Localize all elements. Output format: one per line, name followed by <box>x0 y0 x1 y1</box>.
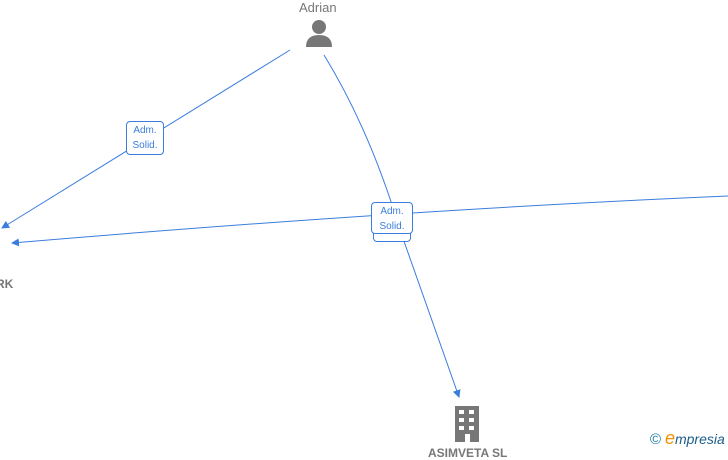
building-icon[interactable] <box>453 406 481 442</box>
person-name[interactable]: Adrian <box>299 0 337 15</box>
empresia-logo: © empresia <box>650 428 725 449</box>
copyright-symbol: © <box>650 431 662 448</box>
edge-label-line1: Adm. <box>133 125 157 136</box>
edge-label-line2: Solid. <box>132 140 158 151</box>
logo-initial: e <box>664 428 675 448</box>
edge-right-to-left <box>11 195 728 247</box>
logo-text: mpresia <box>674 431 725 447</box>
bottom-company-name[interactable]: ASIMVETA SL <box>428 446 508 460</box>
person-icon[interactable] <box>304 18 334 48</box>
edge-label-adm-solid-2[interactable]: Adm. Solid. <box>371 202 413 234</box>
left-company-name[interactable]: RK <box>0 277 14 291</box>
edge-label-adm-solid[interactable]: Adm. Solid. <box>126 121 164 155</box>
edge-label-line2: Solid. <box>379 221 405 232</box>
edges-layer <box>1 49 728 398</box>
edge-label-line1: Adm. <box>380 206 404 217</box>
